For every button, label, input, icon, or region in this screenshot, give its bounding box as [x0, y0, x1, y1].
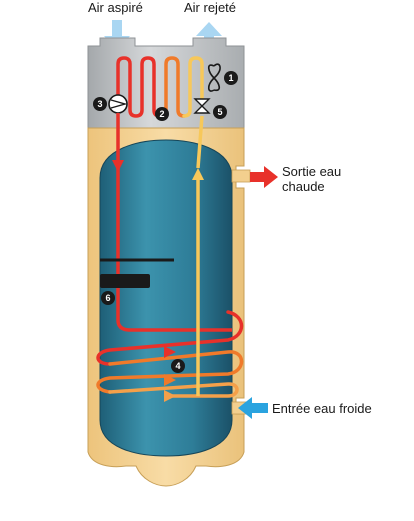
marker-2: 2	[155, 107, 169, 121]
svg-text:3: 3	[97, 99, 102, 109]
marker-3: 3	[93, 97, 107, 111]
svg-text:1: 1	[228, 73, 233, 83]
water-tank	[99, 139, 233, 457]
marker-1: 1	[224, 71, 238, 85]
svg-text:4: 4	[175, 361, 180, 371]
svg-text:2: 2	[159, 109, 164, 119]
hot-water-arrow	[250, 166, 278, 188]
condenser-coil	[96, 310, 244, 402]
hot-outlet-pipe	[231, 169, 251, 183]
hot-outlet-label-line2: chaude	[282, 179, 325, 194]
svg-text:5: 5	[217, 107, 222, 117]
marker-6: 6	[101, 291, 115, 305]
svg-text:6: 6	[105, 293, 110, 303]
cold-water-arrow	[238, 397, 268, 419]
air-in-label: Air aspiré	[88, 0, 143, 15]
expansion-valve-icon	[193, 98, 211, 114]
marker-4: 4	[171, 359, 185, 373]
cold-inlet-label: Entrée eau froide	[272, 401, 372, 416]
electric-heating-element	[100, 258, 174, 288]
compressor-icon	[108, 94, 128, 114]
return-refrigerant-pipe	[192, 115, 204, 396]
marker-5: 5	[213, 105, 227, 119]
fan-icon	[207, 63, 221, 92]
hot-outlet-label-line1: Sortie eau	[282, 164, 341, 179]
air-out-label: Air rejeté	[184, 0, 236, 15]
